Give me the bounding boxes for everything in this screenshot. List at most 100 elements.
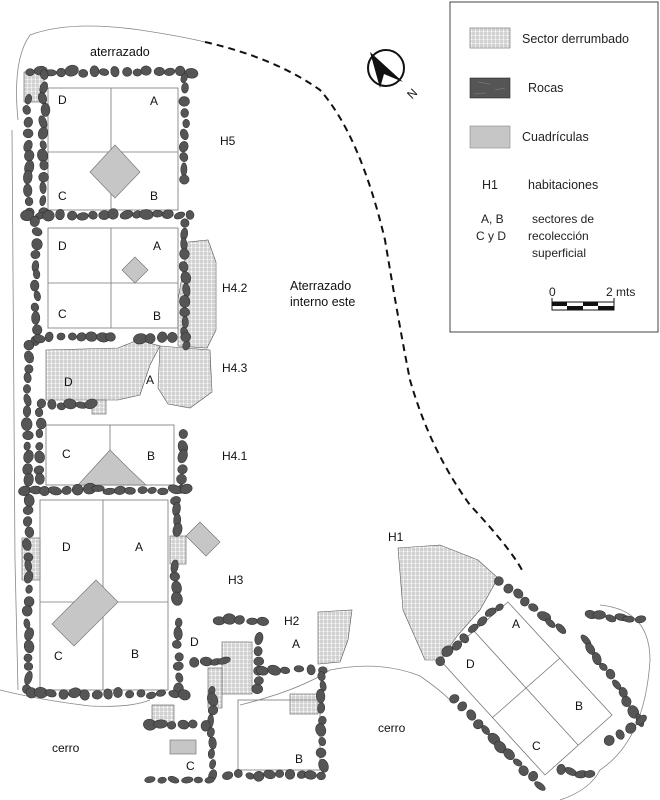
- rock: [164, 67, 176, 76]
- rock: [293, 665, 305, 673]
- rock: [153, 67, 165, 76]
- legend-rooms-code: H1: [482, 178, 498, 192]
- rock: [56, 67, 66, 78]
- rock: [449, 694, 460, 704]
- rock: [167, 721, 177, 730]
- rock: [317, 702, 326, 714]
- rock: [23, 653, 33, 663]
- rock: [23, 618, 31, 629]
- rock: [91, 690, 103, 700]
- rock: [185, 210, 195, 220]
- rock: [173, 626, 183, 641]
- rock: [40, 103, 51, 117]
- rock: [35, 442, 44, 451]
- legend-rubble-swatch: [469, 27, 511, 49]
- rock: [34, 472, 45, 485]
- rock: [24, 94, 33, 105]
- rock: [193, 776, 203, 784]
- rock: [36, 398, 46, 409]
- room-label-h4-1: H4.1: [222, 449, 248, 463]
- rock: [534, 781, 546, 791]
- rock-walls: [18, 64, 647, 791]
- rock: [233, 769, 243, 778]
- rock: [182, 118, 190, 129]
- rock: [180, 162, 188, 177]
- rock: [23, 340, 35, 351]
- sample-squares: [51, 144, 221, 755]
- rock: [24, 197, 34, 206]
- hill-label-right: cerro: [378, 721, 406, 735]
- rock: [33, 290, 41, 302]
- legend-box: [449, 1, 659, 333]
- rock: [256, 665, 269, 676]
- rock: [173, 211, 186, 220]
- sector-h1-d: D: [466, 657, 475, 671]
- legend-rocks-swatch: [469, 77, 511, 99]
- rock: [179, 307, 190, 318]
- sector-h3-d: D: [62, 540, 71, 554]
- north-label: N: [404, 86, 420, 102]
- rock: [39, 485, 50, 497]
- sector-h41-b: B: [147, 449, 155, 463]
- sector-h1-a: A: [512, 617, 520, 631]
- rock: [180, 218, 190, 228]
- rock: [24, 350, 34, 364]
- sector-h3-c: C: [54, 649, 63, 663]
- rock: [592, 610, 606, 620]
- rock: [64, 64, 79, 77]
- rock: [110, 66, 120, 78]
- rock: [161, 209, 174, 219]
- rock: [634, 615, 647, 624]
- sector-h42-a: A: [153, 239, 161, 253]
- rock: [23, 372, 32, 384]
- rock: [42, 210, 55, 222]
- terrace-label-top: aterrazado: [90, 45, 150, 59]
- rock: [144, 776, 156, 783]
- rock: [88, 210, 98, 220]
- rock: [234, 615, 245, 625]
- rock: [284, 769, 296, 780]
- rock: [23, 183, 33, 197]
- rock: [157, 776, 167, 784]
- terrace-boundary-dashed: [204, 41, 523, 571]
- rock: [91, 485, 105, 492]
- rock: [179, 174, 190, 185]
- rock: [473, 719, 484, 730]
- rock: [48, 486, 62, 496]
- rock: [89, 65, 100, 78]
- rock: [178, 429, 188, 439]
- rock: [181, 776, 194, 784]
- rock: [145, 333, 156, 344]
- rock: [147, 486, 157, 494]
- rock: [119, 210, 134, 220]
- rock: [172, 640, 182, 649]
- rock: [318, 758, 329, 773]
- rock: [545, 618, 556, 628]
- rock: [140, 65, 152, 76]
- rock: [44, 331, 54, 342]
- rock: [181, 82, 189, 94]
- rock: [22, 405, 32, 418]
- rock: [22, 505, 34, 515]
- rock: [528, 771, 539, 782]
- rock: [23, 639, 35, 654]
- rubble-areas: [21, 71, 499, 726]
- rock: [177, 449, 188, 464]
- rock: [124, 486, 136, 495]
- rock: [459, 633, 470, 644]
- rock: [85, 331, 98, 342]
- rock: [98, 68, 110, 76]
- rock: [61, 486, 72, 495]
- rock: [315, 723, 327, 737]
- rock: [518, 765, 529, 776]
- rock: [319, 680, 327, 692]
- rock: [178, 141, 189, 153]
- rock: [512, 758, 523, 767]
- quad-h42: [121, 256, 149, 284]
- rock: [177, 719, 190, 730]
- rock: [520, 596, 530, 607]
- rock: [20, 209, 35, 222]
- rock: [23, 384, 31, 394]
- rock: [605, 614, 617, 623]
